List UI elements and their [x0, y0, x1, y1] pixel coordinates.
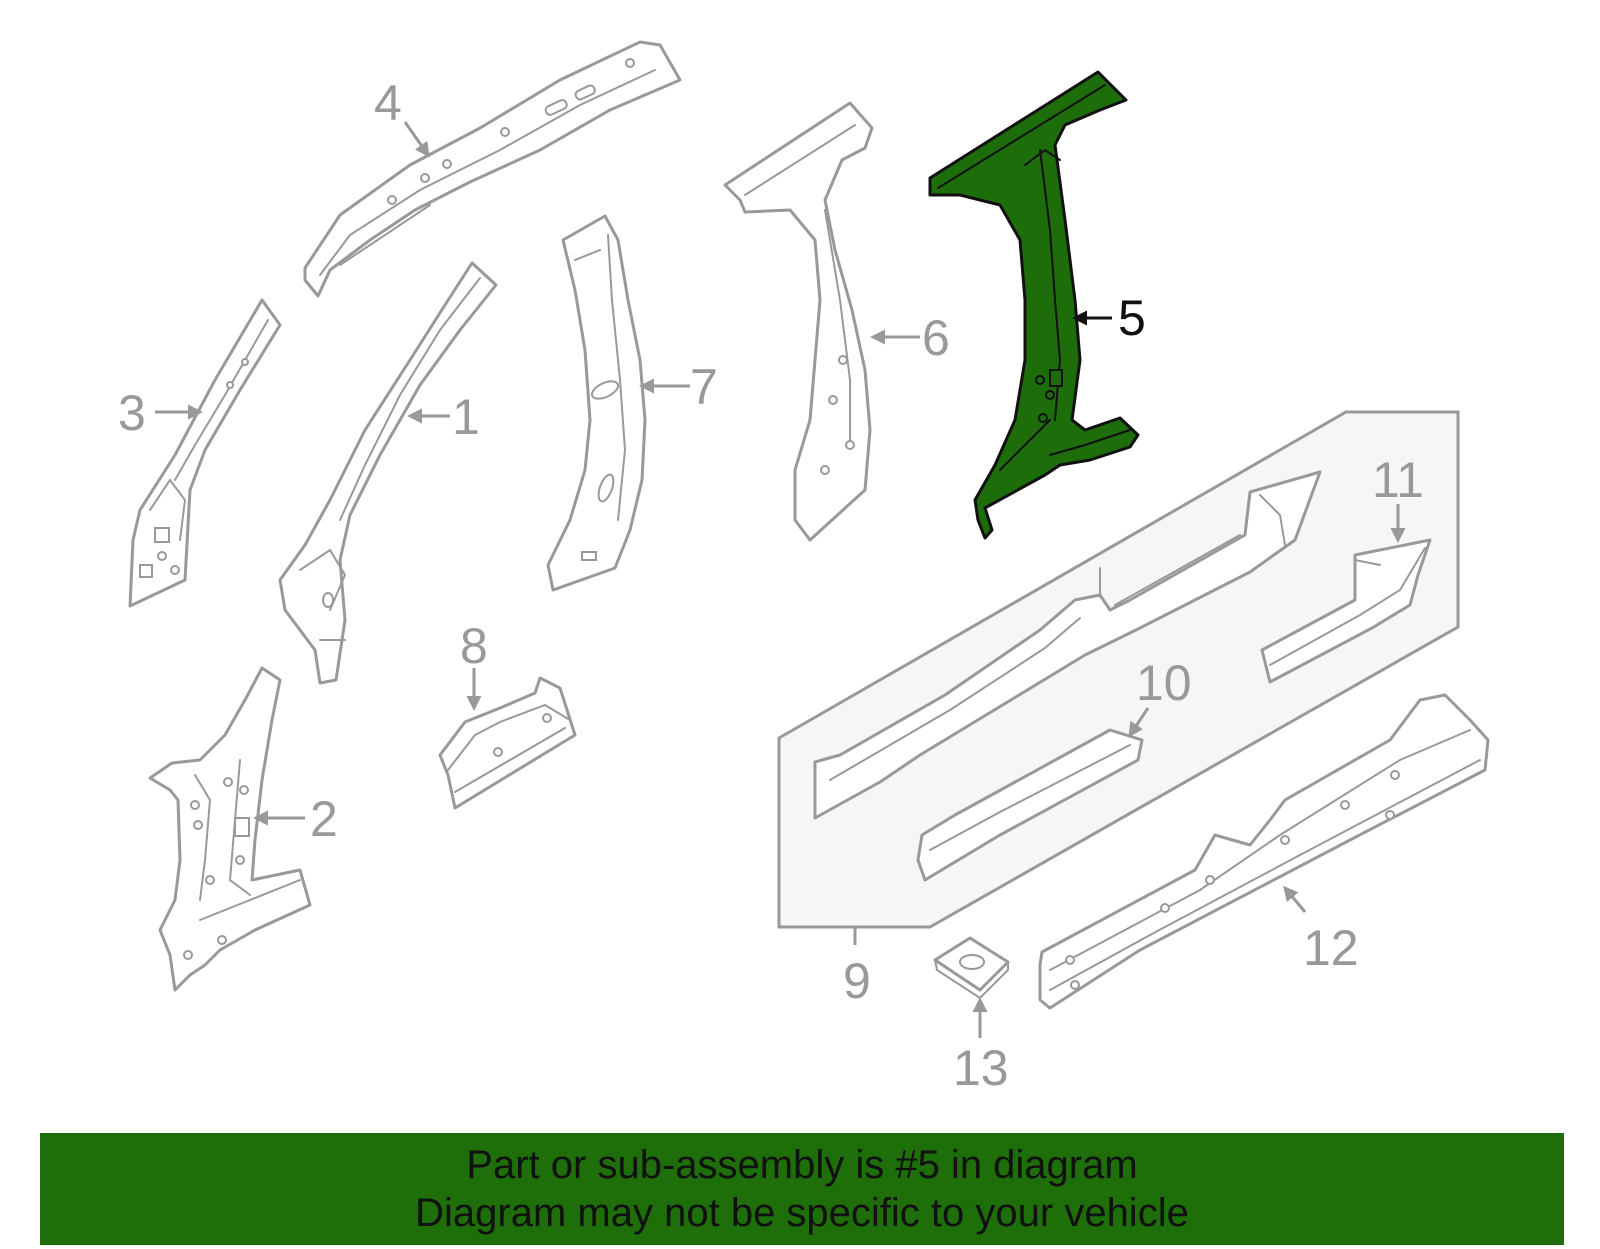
- part-7[interactable]: [546, 214, 647, 592]
- callout-7: 7: [690, 359, 718, 415]
- part-13[interactable]: [933, 936, 1010, 1000]
- callout-9: 9: [843, 953, 871, 1009]
- callout-6: 6: [922, 310, 950, 366]
- part-5-selected[interactable]: [928, 70, 1140, 540]
- part-9[interactable]: [813, 470, 1322, 820]
- callout-2: 2: [310, 791, 338, 847]
- callout-8: 8: [460, 618, 488, 674]
- callout-3: 3: [118, 385, 146, 441]
- leader-4: [403, 121, 430, 158]
- part-12[interactable]: [1038, 693, 1490, 1010]
- banner-line-1: Part or sub-assembly is #5 in diagram: [466, 1143, 1138, 1187]
- part-1[interactable]: [278, 261, 498, 685]
- part-2[interactable]: [148, 666, 312, 992]
- info-banner: Part or sub-assembly is #5 in diagram Di…: [40, 1133, 1564, 1245]
- callout-10: 10: [1136, 655, 1192, 711]
- part-6[interactable]: [723, 101, 874, 542]
- callout-13: 13: [953, 1040, 1009, 1096]
- callout-11: 11: [1372, 452, 1424, 508]
- part-group-9-box: [777, 410, 1460, 929]
- callout-1: 1: [452, 389, 480, 445]
- callout-5: 5: [1118, 290, 1146, 346]
- part-10[interactable]: [916, 728, 1144, 882]
- leader-12: [1283, 885, 1307, 913]
- banner-line-2: Diagram may not be specific to your vehi…: [415, 1191, 1189, 1235]
- part-4[interactable]: [303, 40, 682, 298]
- part-3[interactable]: [128, 298, 282, 608]
- leader-10: [1128, 707, 1150, 738]
- callout-12: 12: [1303, 920, 1359, 976]
- part-8[interactable]: [438, 676, 577, 810]
- callout-4: 4: [374, 75, 402, 131]
- part-11[interactable]: [1260, 538, 1432, 684]
